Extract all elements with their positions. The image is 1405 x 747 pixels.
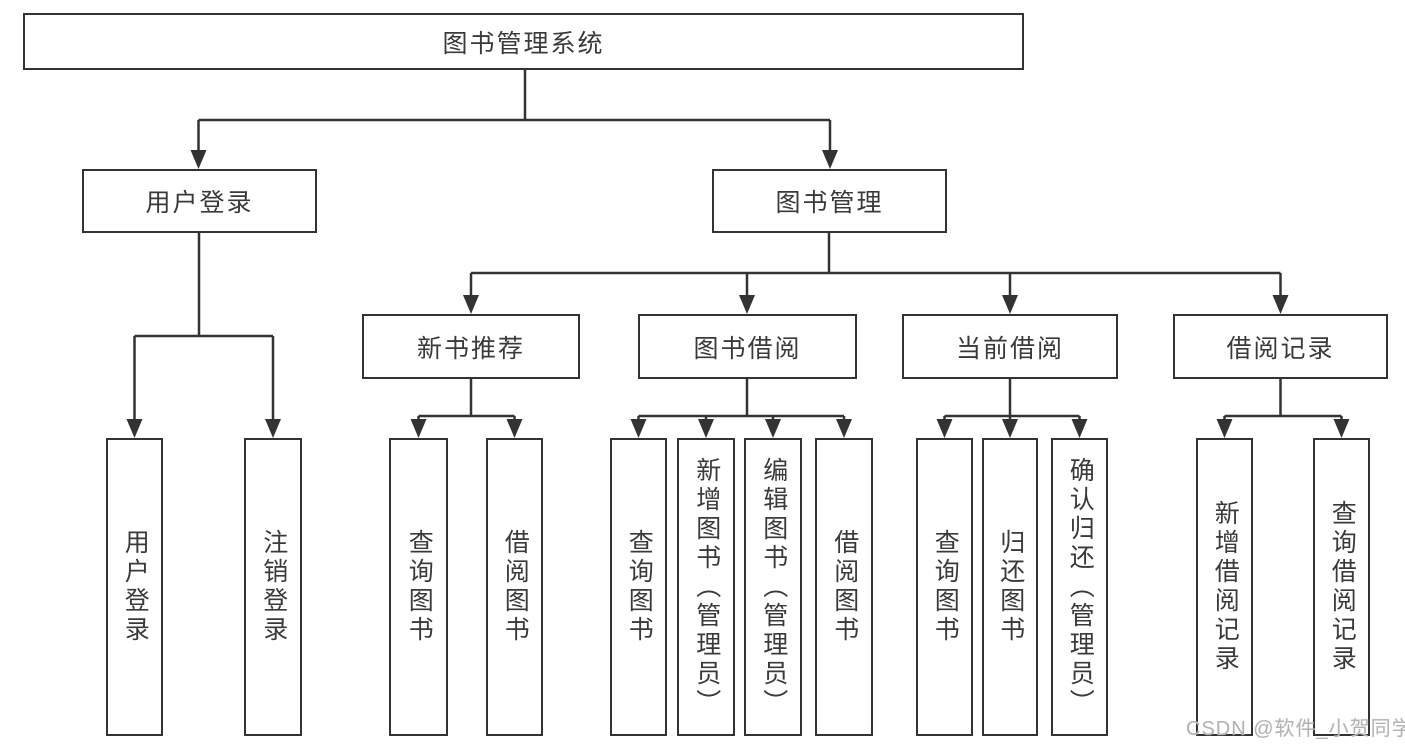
- leaf-borrow-books-rec: 借阅图书: [486, 438, 543, 736]
- leaf-query-books-current: 查询图书: [916, 438, 973, 736]
- arrowhead: [936, 419, 953, 438]
- node-borrow-record: 借阅记录: [1173, 314, 1388, 379]
- connector-user-login: [126, 233, 281, 438]
- node-label: 用户登录: [145, 189, 254, 217]
- connector-root: [190, 70, 838, 169]
- leaf-logout: 注销登录: [244, 438, 302, 736]
- arrowhead: [190, 150, 207, 169]
- leaf-label: 归还图书: [996, 529, 1025, 645]
- leaf-label: 借阅图书: [830, 529, 859, 645]
- node-label: 图书借阅: [693, 334, 802, 363]
- node-book-borrow: 图书借阅: [638, 314, 857, 379]
- leaf-label: 新增借阅记录: [1211, 500, 1240, 674]
- connector-book-borrow: [630, 379, 852, 438]
- arrowhead: [739, 295, 755, 314]
- leaf-query-books-rec: 查询图书: [389, 438, 448, 736]
- leaf-label: 借阅图书: [501, 529, 530, 645]
- arrowhead: [836, 419, 852, 438]
- arrowhead: [410, 419, 427, 438]
- leaf-label: 注销登录: [259, 529, 288, 645]
- leaf-add-book-admin: 新增图书（管理员）: [677, 438, 735, 736]
- node-label: 当前借阅: [955, 334, 1064, 363]
- arrowhead: [698, 419, 714, 438]
- arrowhead: [506, 419, 523, 438]
- csdn-watermark: CSDN @软件_小贺同学: [1186, 718, 1405, 740]
- connector-new-book-rec: [410, 379, 523, 438]
- leaf-label: 查询图书: [931, 529, 960, 645]
- connector-borrow-record: [1216, 379, 1350, 438]
- leaf-label: 编辑图书（管理员）: [759, 456, 788, 718]
- leaf-label: 查询借阅记录: [1328, 500, 1357, 674]
- arrowhead: [1333, 419, 1350, 438]
- leaf-label: 新增图书（管理员）: [692, 456, 721, 718]
- leaf-query-books-borrow: 查询图书: [610, 438, 667, 736]
- arrowhead: [126, 419, 143, 438]
- node-label: 图书管理: [775, 189, 884, 217]
- arrowhead: [265, 419, 281, 438]
- leaf-confirm-return-admin: 确认归还（管理员）: [1051, 438, 1108, 736]
- arrowhead: [1002, 419, 1018, 438]
- node-new-book-recommend: 新书推荐: [362, 314, 580, 379]
- node-label: 新书推荐: [416, 334, 525, 363]
- connector-current-borrow: [936, 379, 1088, 438]
- arrowhead: [630, 419, 647, 438]
- leaf-query-borrow-record: 查询借阅记录: [1313, 438, 1370, 736]
- leaf-label: 查询图书: [405, 529, 434, 645]
- arrowhead: [765, 419, 781, 438]
- node-book-management: 图书管理: [712, 169, 947, 233]
- leaf-label: 查询图书: [625, 529, 654, 645]
- arrowhead: [1071, 419, 1088, 438]
- node-root-system: 图书管理系统: [23, 13, 1024, 70]
- arrowhead: [1216, 419, 1233, 438]
- arrowhead: [1272, 295, 1289, 314]
- leaf-label: 用户登录: [121, 529, 150, 645]
- leaf-borrow-books: 借阅图书: [815, 438, 873, 736]
- node-label: 借阅记录: [1226, 334, 1335, 363]
- leaf-add-borrow-record: 新增借阅记录: [1196, 438, 1253, 736]
- node-label: 图书管理系统: [442, 29, 605, 58]
- leaf-edit-book-admin: 编辑图书（管理员）: [744, 438, 802, 736]
- leaf-label: 确认归还（管理员）: [1066, 456, 1095, 718]
- arrowhead: [822, 150, 838, 169]
- leaf-user-login: 用户登录: [106, 438, 163, 736]
- node-user-login: 用户登录: [82, 169, 317, 233]
- connector-book-management: [463, 233, 1289, 314]
- arrowhead: [1002, 295, 1018, 314]
- node-current-borrow: 当前借阅: [902, 314, 1118, 379]
- arrowhead: [463, 295, 479, 314]
- leaf-return-book: 归还图书: [982, 438, 1038, 736]
